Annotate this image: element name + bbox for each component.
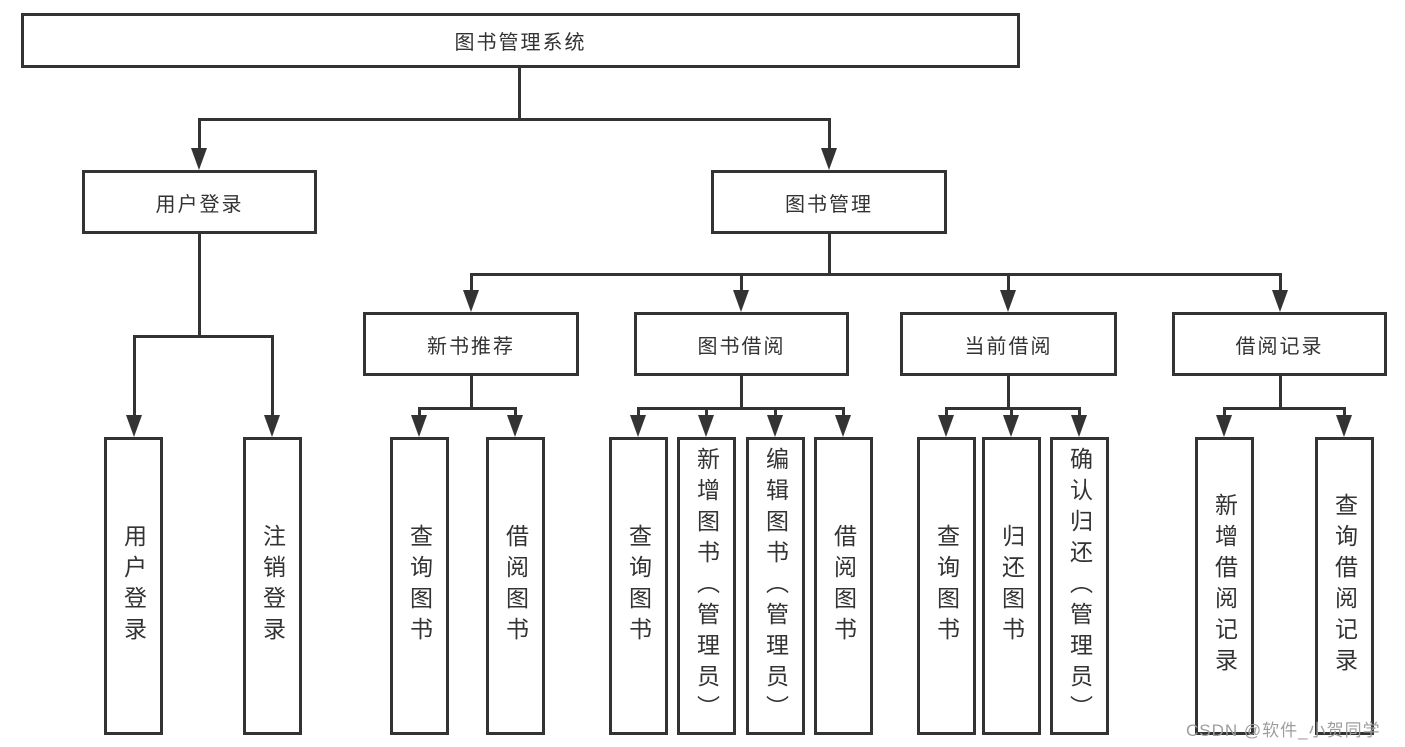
connector-line [271,335,274,417]
arrowhead-icon [938,415,954,437]
connector-line [514,407,517,417]
arrowhead-icon [411,415,427,437]
arrowhead-icon [191,148,207,170]
connector-line [198,118,831,121]
leaf-query-books-newrec: 查询图书 [390,437,449,735]
arrowhead-icon [1336,415,1352,437]
node-current-borrowing: 当前借阅 [900,312,1117,376]
leaf-add-books-admin: 新增图书（管理员） [677,437,736,735]
leaf-confirm-return-admin: 确认归还（管理员） [1050,437,1109,735]
arrowhead-icon [733,290,749,312]
leaf-add-borrow-record: 新增借阅记录 [1195,437,1254,735]
connector-line [740,375,743,407]
arrowhead-icon [463,290,479,312]
leaf-logout: 注销登录 [243,437,302,735]
csdn-watermark: CSDN @软件_小贺同学 [1186,721,1381,740]
connector-line [945,407,1081,410]
connector-line [198,233,201,335]
connector-line [133,335,136,417]
connector-line [518,67,521,118]
arrowhead-icon [698,415,714,437]
arrowhead-icon [1272,290,1288,312]
arrowhead-icon [821,148,837,170]
connector-line [637,407,640,417]
connector-line [470,273,473,292]
connector-line [1223,407,1226,417]
connector-line [828,233,831,275]
arrowhead-icon [1071,415,1087,437]
connector-line [418,407,517,410]
arrowhead-icon [630,415,646,437]
leaf-return-books: 归还图书 [982,437,1041,735]
leaf-query-books-current: 查询图书 [917,437,976,735]
arrowhead-icon [1000,290,1016,312]
connector-line [133,335,274,338]
connector-line [637,407,845,410]
arrowhead-icon [126,415,142,437]
connector-line [1010,407,1013,417]
arrowhead-icon [767,415,783,437]
connector-line [842,407,845,417]
connector-line [774,407,777,417]
leaf-edit-books-admin: 编辑图书（管理员） [746,437,805,735]
leaf-borrow-books-borrowing: 借阅图书 [814,437,873,735]
connector-line [470,375,473,407]
leaf-borrow-books-newrec: 借阅图书 [486,437,545,735]
connector-line [945,407,948,417]
arrowhead-icon [1003,415,1019,437]
connector-line [1078,407,1081,417]
connector-line [418,407,421,417]
leaf-user-login: 用户登录 [104,437,163,735]
node-user-login: 用户登录 [82,170,317,234]
connector-line [1223,407,1346,410]
connector-line [1007,375,1010,407]
arrowhead-icon [507,415,523,437]
arrowhead-icon [835,415,851,437]
connector-line [1279,273,1282,292]
node-book-borrowing: 图书借阅 [634,312,849,376]
leaf-query-books-borrowing: 查询图书 [609,437,668,735]
leaf-query-borrow-record: 查询借阅记录 [1315,437,1374,735]
connector-line [198,118,201,150]
node-library-management-system: 图书管理系统 [21,13,1020,68]
arrowhead-icon [264,415,280,437]
connector-line [470,273,1282,276]
connector-line [740,273,743,292]
node-new-book-recommendation: 新书推荐 [363,312,579,376]
connector-line [705,407,708,417]
node-book-management: 图书管理 [711,170,947,234]
arrowhead-icon [1216,415,1232,437]
connector-line [1007,273,1010,292]
node-borrowing-records: 借阅记录 [1172,312,1387,376]
connector-line [1279,375,1282,407]
connector-line [1343,407,1346,417]
connector-line [828,118,831,150]
